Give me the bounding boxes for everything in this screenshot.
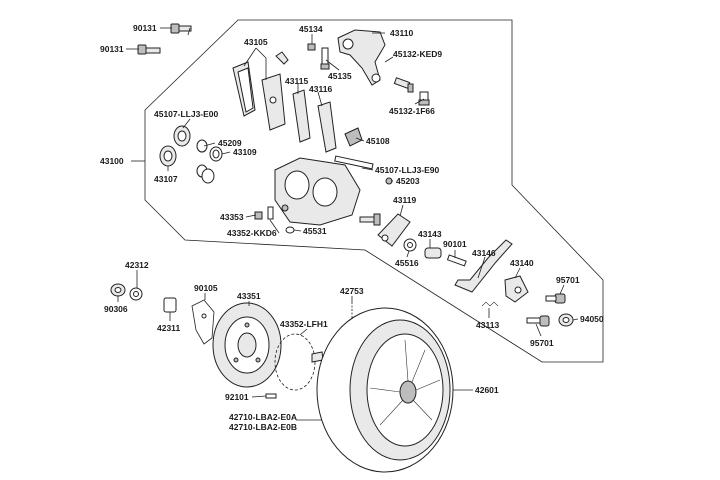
label-45107-e00: 45107-LLJ3-E00	[154, 109, 219, 119]
label-42601: 42601	[475, 385, 499, 395]
label-43109: 43109	[233, 147, 257, 157]
label-94050: 94050	[580, 314, 604, 324]
bolt-43352-kkd6	[267, 206, 274, 220]
bolt-92101	[265, 393, 277, 399]
label-43107: 43107	[154, 174, 178, 184]
pad-shim-45108	[344, 127, 363, 147]
label-45209: 45209	[218, 138, 242, 148]
piston-43107	[159, 145, 177, 167]
brake-pad-43105	[232, 61, 286, 131]
lever-43146	[454, 239, 513, 293]
label-42710-e0b: 42710-LBA2-E0B	[229, 422, 297, 432]
nut-90306	[110, 283, 126, 297]
brake-disc-43351	[212, 302, 282, 388]
label-43113: 43113	[476, 320, 499, 330]
label-45516: 45516	[395, 258, 419, 268]
label-42753: 42753	[340, 286, 364, 296]
label-45132-ked9: 45132-KED9	[393, 49, 442, 59]
label-43352-kkd6: 43352-KKD6	[227, 228, 277, 238]
label-45135: 45135	[328, 71, 352, 81]
label-90101: 90101	[443, 239, 467, 249]
collar-42312	[129, 287, 143, 301]
pin-45135	[320, 47, 330, 70]
bolt-95701-bottom	[526, 315, 550, 327]
piston-45107-e00	[173, 125, 191, 147]
label-43143: 43143	[418, 229, 442, 239]
label-90306: 90306	[104, 304, 128, 314]
spring-43113	[481, 301, 499, 307]
label-43140: 43140	[510, 258, 534, 268]
label-95701-top: 95701	[556, 275, 580, 285]
label-43105: 43105	[244, 37, 268, 47]
pulser-ring-43352-lfh1	[274, 333, 324, 391]
leader-lines	[117, 27, 579, 421]
label-90131-top: 90131	[133, 23, 157, 33]
label-45108: 45108	[366, 136, 390, 146]
pin-45107-e90	[334, 155, 374, 170]
label-45132-1f66: 45132-1F66	[389, 106, 435, 116]
washer-45516	[403, 238, 417, 252]
brake-pad-43115	[292, 89, 311, 143]
label-45203: 45203	[396, 176, 420, 186]
caliper-body	[274, 157, 361, 226]
collar-42311	[163, 297, 177, 313]
label-90131-bottom: 90131	[100, 44, 124, 54]
label-92101: 92101	[225, 392, 249, 402]
cam-43143	[424, 247, 442, 259]
bolt-45132-ked9	[393, 77, 414, 93]
label-43116: 43116	[309, 84, 332, 94]
bracket-90105	[191, 299, 215, 345]
label-43146: 43146	[472, 248, 496, 258]
cap-45531	[285, 226, 295, 234]
bolt-90131-top	[170, 23, 192, 36]
label-43100: 43100	[100, 156, 124, 166]
label-45531: 45531	[303, 226, 327, 236]
pad-spring-45134	[275, 43, 316, 65]
caliper-bracket-43110	[337, 29, 386, 86]
label-45107-e90: 45107-LLJ3-E90	[375, 165, 440, 175]
label-45134: 45134	[299, 24, 323, 34]
label-43119: 43119	[393, 195, 416, 205]
label-43353: 43353	[220, 212, 244, 222]
label-43351: 43351	[237, 291, 261, 301]
seal-ring-45209	[196, 139, 208, 178]
label-43110: 43110	[390, 28, 413, 38]
label-42710-e0a: 42710-LBA2-E0A	[229, 412, 297, 422]
label-42311: 42311	[157, 323, 180, 333]
label-43352-lfh1: 43352-LFH1	[280, 319, 328, 329]
bolt-95701-top	[545, 293, 566, 304]
rear-wheel-42601	[316, 307, 454, 473]
label-90105: 90105	[194, 283, 218, 293]
bleeder-43353	[254, 211, 263, 220]
label-95701-bottom: 95701	[530, 338, 554, 348]
label-42312: 42312	[125, 260, 149, 270]
arm-43140	[504, 275, 529, 303]
pin-90101	[446, 254, 467, 267]
label-43115: 43115	[285, 76, 308, 86]
bolt-caliper	[359, 213, 381, 226]
caliper-group-outline	[144, 19, 604, 363]
plate-43119	[377, 213, 411, 247]
bolt-90131-bottom	[137, 44, 161, 55]
bolt-45132-1f66	[418, 91, 430, 106]
part-labels: 90131 90131 43105 45134 43110 45135 4513…	[100, 23, 604, 432]
brake-pad-43116	[317, 101, 337, 153]
seal-ring-43109	[201, 146, 223, 184]
nut-94050	[558, 313, 574, 327]
